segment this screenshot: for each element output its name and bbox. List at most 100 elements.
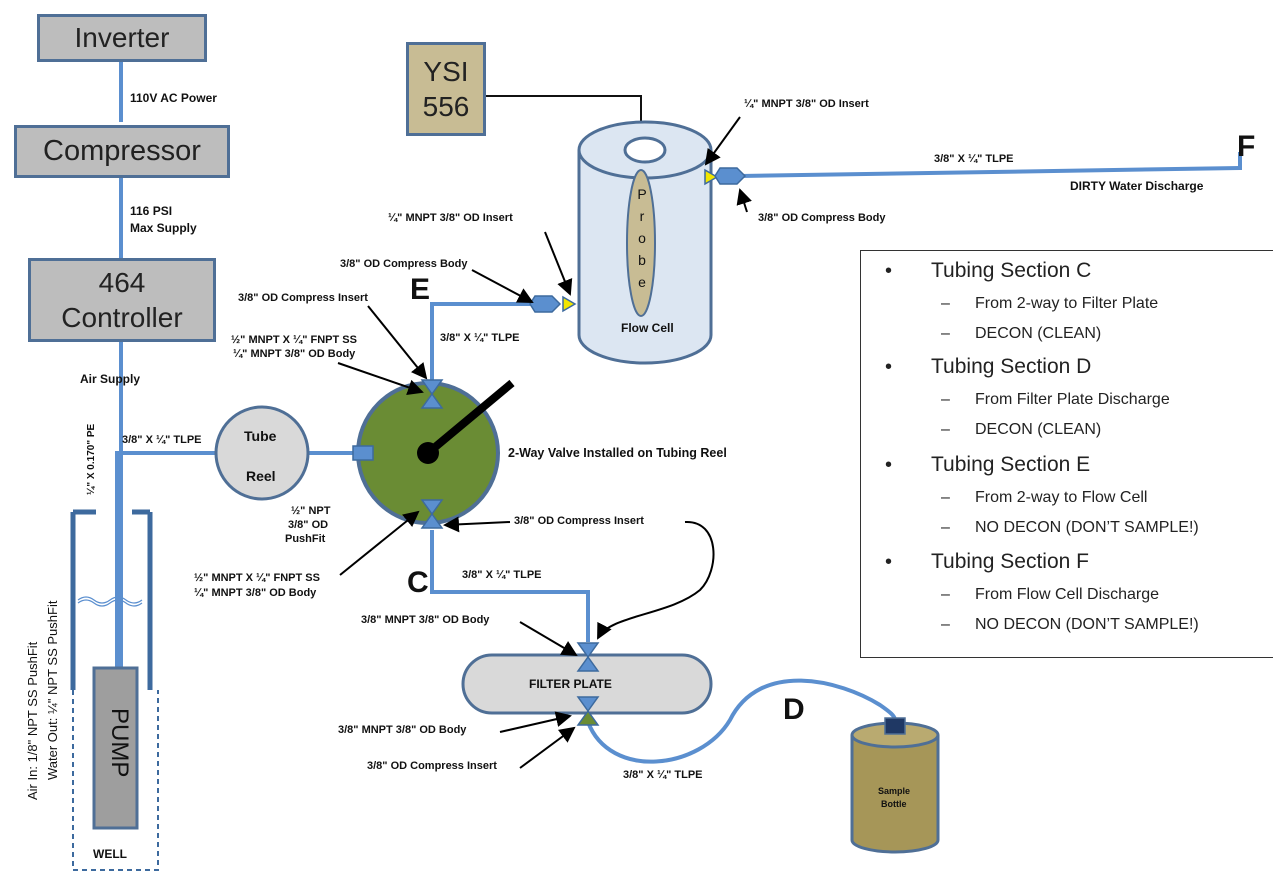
pe-tube-label: ¼" X 0.170" PE <box>86 423 97 495</box>
inverter-label: Inverter <box>74 22 170 53</box>
dirty-discharge-label: DIRTY Water Discharge <box>1070 179 1204 193</box>
tubing-sections-legend: •Tubing Section C –From 2-way to Filter … <box>860 250 1273 658</box>
tlpe-c-label: 3/8" X ¼" TLPE <box>462 569 542 581</box>
compress-insert-c-label: 3/8" OD Compress Insert <box>514 515 644 527</box>
psi-label-1: 116 PSI <box>130 204 173 218</box>
legend-section-c: •Tubing Section C <box>885 259 1092 282</box>
fitting-valve-top-2 <box>420 392 444 409</box>
filter-plate-label: FILTER PLATE <box>529 677 612 691</box>
pump-fitting-label-2: Water Out: ¼" NPT SS PushFit <box>45 600 60 780</box>
valve-label: 2-Way Valve Installed on Tubing Reel <box>508 446 727 460</box>
section-e-letter: E <box>410 273 431 306</box>
section-e-tube <box>430 302 540 385</box>
npt-pushfit-label-2: 3/8" OD <box>288 519 329 531</box>
well <box>70 509 159 871</box>
air-supply-label: Air Supply <box>80 372 141 386</box>
inverter-box: Inverter <box>37 14 207 62</box>
legend-item-text: NO DECON (DON’T SAMPLE!) <box>975 519 1199 536</box>
legend-item-text: From Flow Cell Discharge <box>975 586 1160 603</box>
filter-plate <box>461 642 713 726</box>
psi-label-2: Max Supply <box>130 221 197 235</box>
water-level <box>77 596 143 604</box>
compressor-label: Compressor <box>43 135 201 167</box>
filter-mnpt-top-label: 3/8" MNPT 3/8" OD Body <box>361 614 490 626</box>
legend-item: –DECON (CLEAN) <box>941 421 1102 438</box>
compress-body-right-label: 3/8" OD Compress Body <box>758 212 886 224</box>
ysi-556-box: YSI 556 <box>406 42 486 136</box>
legend-item: –From Flow Cell Discharge <box>941 586 1160 603</box>
valve-bottom-label-2: ¼" MNPT 3/8" OD Body <box>194 587 317 599</box>
legend-item: –NO DECON (DON’T SAMPLE!) <box>941 616 1199 633</box>
compress-insert-e-label: 3/8" OD Compress Insert <box>238 292 368 304</box>
compressor-box: Compressor <box>14 125 230 178</box>
filter-mnpt-bottom-label: 3/8" MNPT 3/8" OD Body <box>338 724 467 736</box>
pump-label: PUMP <box>106 708 133 778</box>
valve-bottom-label-1: ½" MNPT X ¼" FNPT SS <box>194 572 320 584</box>
legend-section-e: •Tubing Section E <box>885 453 1091 476</box>
ysi-label-2: 556 <box>422 91 470 122</box>
legend-item-text: DECON (CLEAN) <box>975 421 1102 438</box>
tube-reel-label-2: Reel <box>246 468 276 484</box>
legend-section-title: Tubing Section E <box>931 453 1091 476</box>
legend-item: –From 2-way to Flow Cell <box>941 489 1148 506</box>
section-c-tube <box>430 530 590 642</box>
probe-label: P r o b e <box>636 183 648 293</box>
tube-reel-label-1: Tube <box>244 428 277 444</box>
water-out-tube <box>115 451 217 670</box>
tlpe-reel-label: 3/8" X ¼" TLPE <box>122 434 202 446</box>
well-label: WELL <box>93 847 127 861</box>
flow-cell-fittings <box>529 167 747 313</box>
legend-item-text: NO DECON (DON’T SAMPLE!) <box>975 616 1199 633</box>
section-f-tube <box>739 166 1241 178</box>
section-d-letter: D <box>783 693 805 726</box>
npt-pushfit-label-3: PushFit <box>285 533 326 545</box>
flow-cell-label: Flow Cell <box>621 321 674 335</box>
legend-item-text: From 2-way to Filter Plate <box>975 295 1159 312</box>
section-c-letter: C <box>407 566 429 599</box>
bottle-cap <box>884 717 906 735</box>
flow-cell-port <box>623 136 667 164</box>
sample-bottle-label-2: Bottle <box>881 799 907 809</box>
fitting-valve-bot-2 <box>420 512 444 529</box>
flow-cell <box>577 120 713 365</box>
legend-item-text: From Filter Plate Discharge <box>975 391 1170 408</box>
probe-letter: b <box>638 252 646 268</box>
probe-letter: o <box>638 230 646 246</box>
legend-section-title: Tubing Section D <box>931 355 1092 378</box>
pushfit-fitting <box>352 445 374 461</box>
legend-item-text: From 2-way to Flow Cell <box>975 489 1148 506</box>
tlpe-e-label: 3/8" X ¼" TLPE <box>440 332 520 344</box>
fitting-valve-bot-1 <box>420 499 444 516</box>
mnpt-insert-left-label: ¼" MNPT 3/8" OD Insert <box>388 212 513 224</box>
legend-section-title: Tubing Section C <box>931 259 1092 282</box>
tlpe-f-label: 3/8" X ¼" TLPE <box>934 153 1014 165</box>
legend-item: –From Filter Plate Discharge <box>941 391 1170 408</box>
sample-bottle-label-1: Sample <box>878 786 911 796</box>
valve-fittings <box>420 379 444 529</box>
pump-fitting-label-1: Air In: 1/8" NPT SS PushFit <box>25 641 40 800</box>
sample-bottle <box>850 717 940 854</box>
legend-section-f: •Tubing Section F <box>885 550 1089 573</box>
tlpe-d-label: 3/8" X ¼" TLPE <box>623 769 703 781</box>
controller-label-2: Controller <box>61 302 183 333</box>
controller-label-1: 464 <box>98 267 146 298</box>
valve-top-label-1: ½" MNPT X ¼" FNPT SS <box>231 334 357 346</box>
tubing-lines <box>115 62 1242 764</box>
legend-item: –NO DECON (DON’T SAMPLE!) <box>941 519 1199 536</box>
section-f-letter: F <box>1237 130 1256 163</box>
valve-top-label-2: ¼" MNPT 3/8" OD Body <box>233 348 356 360</box>
legend-section-title: Tubing Section F <box>931 550 1089 573</box>
filter-compress-bottom-label: 3/8" OD Compress Insert <box>367 760 497 772</box>
tube-reel <box>214 405 310 501</box>
pump-body <box>92 666 139 830</box>
compress-body-left-label: 3/8" OD Compress Body <box>340 258 468 270</box>
legend-item: –DECON (CLEAN) <box>941 325 1102 342</box>
section-d-tube <box>586 678 897 764</box>
legend-item-text: DECON (CLEAN) <box>975 325 1102 342</box>
mnpt-insert-top-label: ¼" MNPT 3/8" OD Insert <box>744 98 869 110</box>
ysi-label-1: YSI <box>423 56 469 87</box>
controller-box: 464 Controller <box>28 258 216 342</box>
npt-pushfit-label-1: ½" NPT <box>291 505 331 517</box>
valve-handle <box>425 379 515 457</box>
